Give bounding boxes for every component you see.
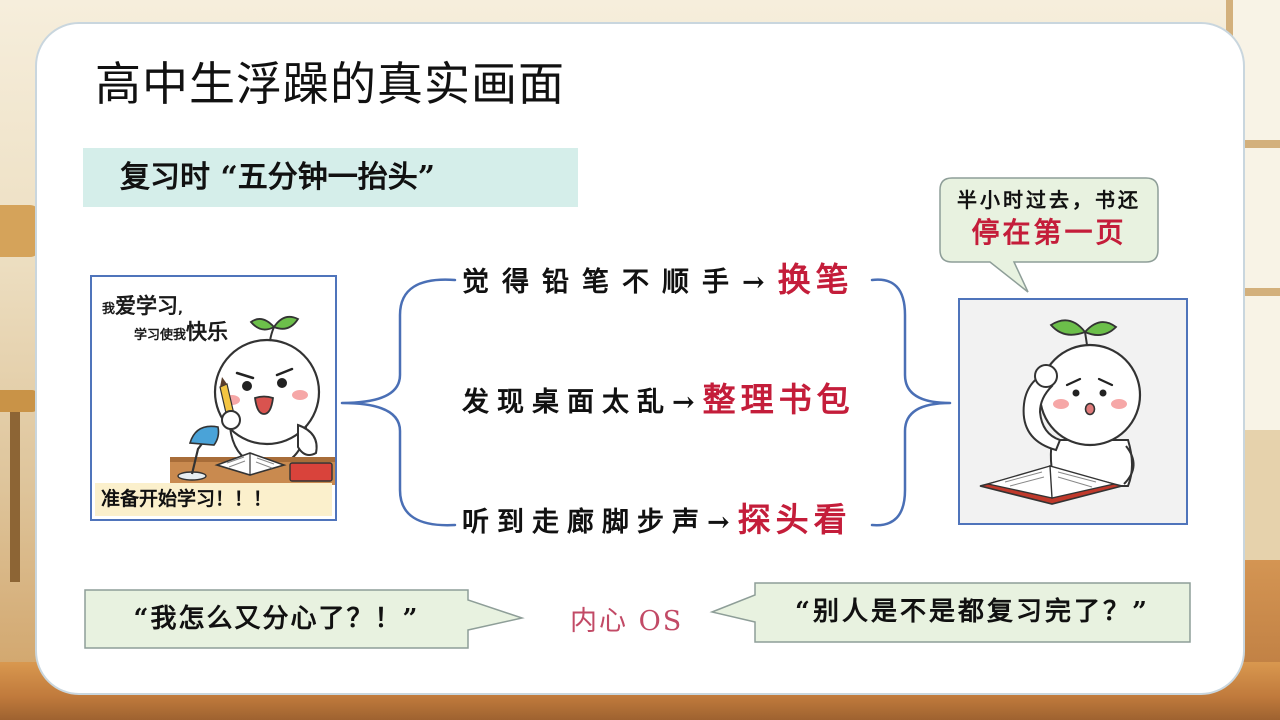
eyebrow-right — [1097, 377, 1114, 387]
sprout-leaf-left-icon — [1049, 319, 1087, 336]
studying-sprout-illustration — [170, 315, 335, 485]
right-brace-path — [870, 278, 952, 527]
left-picture-frame: 我爱学习, 学习使我快乐 准备开始学习！！！ — [90, 275, 337, 521]
caption-word: 学习使我 — [134, 328, 187, 343]
top-bubble-line-2: 停在第一页 — [971, 216, 1127, 249]
book-lines — [226, 456, 275, 469]
subtitle-text: 复习时 “五分钟一抬头” — [120, 160, 435, 195]
book-lines — [1004, 471, 1097, 488]
blush-right — [1111, 399, 1127, 409]
right-thought-bubble-shape — [709, 582, 1191, 643]
distraction-trigger: 听到走廊脚步声→ — [462, 507, 738, 538]
character-right-arm — [1123, 445, 1135, 485]
classroom-chair-leg — [10, 412, 20, 582]
distraction-trigger: 觉得铅笔不顺手→ — [462, 267, 778, 298]
classroom-chair-back — [0, 205, 40, 257]
open-book-icon — [987, 465, 1115, 499]
caption-line-1: 我爱学习, — [102, 293, 183, 323]
left-brace — [340, 278, 457, 527]
mouth — [254, 395, 274, 415]
distraction-action: 探头看 — [737, 500, 852, 539]
subtitle-box: 复习时 “五分钟一抬头” — [83, 148, 578, 207]
left-thought-bubble — [84, 589, 525, 649]
distraction-action: 换笔 — [777, 260, 854, 299]
eyebrow-left — [235, 371, 255, 380]
pencil-tip — [220, 377, 227, 387]
sprout-stem — [1084, 331, 1088, 346]
top-speech-bubble-shape — [939, 177, 1159, 293]
distraction-action: 整理书包 — [702, 380, 855, 419]
picture-label: 准备开始学习！！！ — [95, 483, 332, 516]
red-book-icon — [289, 462, 333, 482]
confused-sprout-illustration — [979, 319, 1142, 505]
right-thought-bubble — [709, 582, 1191, 643]
slide-title: 高中生浮躁的真实画面 — [95, 57, 565, 111]
caption-word: 我 — [102, 302, 116, 317]
character-left-hand — [221, 410, 241, 430]
caption-line-2: 学习使我快乐 — [134, 319, 228, 349]
sprout-leaf-left-icon — [249, 318, 276, 331]
distraction-row: 发现桌面太乱→整理书包 — [462, 380, 855, 426]
sprout-leaf-right-icon — [1083, 321, 1118, 336]
left-thought-bubble-shape — [84, 589, 525, 649]
character-right-arm — [297, 423, 318, 456]
distraction-row: 听到走廊脚步声→探头看 — [462, 500, 852, 546]
right-thought-text: “别人是不是都复习完了？” — [795, 597, 1150, 627]
eye-left — [242, 381, 252, 391]
eyebrow-left — [1065, 377, 1082, 387]
eye-right — [277, 378, 287, 388]
character-head — [1038, 343, 1142, 447]
blush-right — [292, 390, 308, 400]
desk-lamp-icon — [188, 425, 220, 446]
caption-emphasis: 快乐 — [186, 320, 229, 344]
top-speech-bubble — [939, 177, 1159, 293]
left-thought-text: “我怎么又分心了？！” — [133, 604, 420, 634]
distraction-row: 觉得铅笔不顺手→换笔 — [462, 260, 854, 306]
caption-comma: , — [178, 302, 183, 317]
right-picture-frame — [958, 298, 1188, 525]
character-hand-on-head — [1034, 364, 1058, 388]
eyebrow-right — [275, 367, 294, 377]
eye-right — [1099, 389, 1107, 397]
top-bubble-line-1: 半小时过去，书还 — [957, 188, 1141, 212]
inner-voice-label: 内心 OS — [570, 606, 684, 637]
blush-left — [1053, 399, 1069, 409]
character-head — [213, 338, 321, 446]
caption-emphasis: 爱学习 — [115, 294, 179, 318]
eye-left — [1072, 389, 1080, 397]
sprout-leaf-right-icon — [272, 315, 300, 330]
left-brace-path — [340, 278, 457, 527]
classroom-chair-seat — [0, 390, 38, 412]
right-brace — [870, 278, 952, 527]
distraction-trigger: 发现桌面太乱→ — [462, 387, 703, 418]
mouth — [1084, 402, 1096, 416]
